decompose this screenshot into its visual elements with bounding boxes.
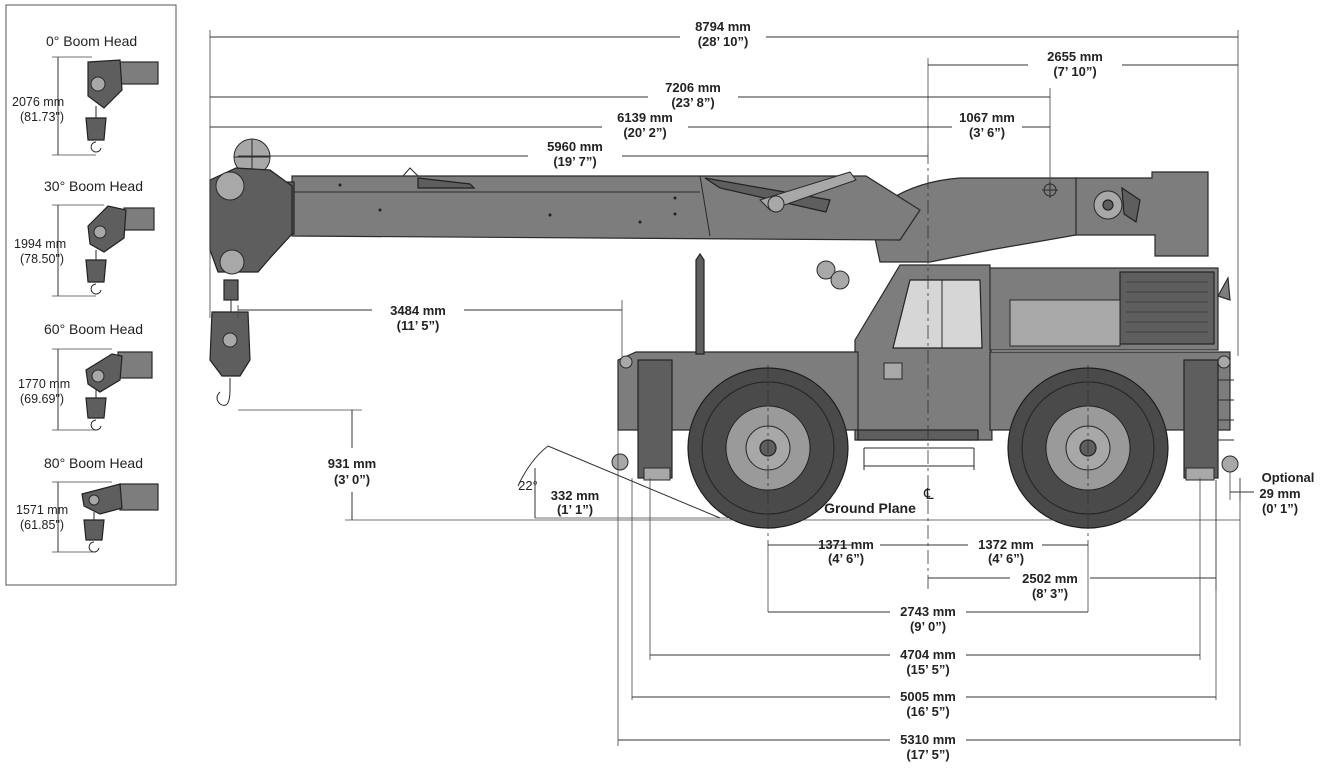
- inset-mm-1: 1994 mm: [14, 237, 66, 251]
- inset-item-1: 30° Boom Head 1994 mm (78.50"): [14, 178, 155, 297]
- boom-head-icon-2: [85, 351, 153, 431]
- centerlines: [767, 150, 1089, 590]
- dim-optional-ft: (0’ 1”): [1262, 501, 1298, 516]
- dim-overall-length-mm: 8794 mm: [695, 19, 751, 34]
- inset-item-0: 0° Boom Head 2076 mm (81.73"): [12, 33, 159, 156]
- inset-inch-1: (78.50"): [20, 252, 64, 266]
- dim-ground-clearance-mm: 332 mm: [551, 488, 599, 503]
- dim-overall-length-ft: (28’ 10”): [698, 34, 749, 49]
- ground-plane-label: Ground Plane: [824, 500, 916, 516]
- dim-approach-angle: 22°: [518, 478, 538, 493]
- inset-item-3: 80° Boom Head 1571 mm (61.85"): [16, 455, 159, 553]
- inset-title-1: 30° Boom Head: [44, 178, 143, 194]
- boom-head-inset: 0° Boom Head 2076 mm (81.73") 30° Boom H…: [5, 4, 177, 586]
- dim-cl-to-pivot-mm: 1067 mm: [959, 110, 1015, 125]
- dim-wheelbase-mm: 2743 mm: [900, 604, 956, 619]
- boom: [291, 167, 921, 241]
- hook-block: [209, 300, 251, 406]
- dim-outrigger-span-ft: (15’ 5”): [906, 662, 949, 677]
- inset-mm-2: 1770 mm: [18, 377, 70, 391]
- dim-cl-to-rear-axle-ft: (4’ 6”): [988, 551, 1024, 566]
- dim-optional-mm: 29 mm: [1259, 486, 1300, 501]
- engine-compartment: [989, 267, 1231, 351]
- dim-sheave-to-cl-mm: 5960 mm: [547, 139, 603, 154]
- dim-hook-to-front-mm: 3484 mm: [390, 303, 446, 318]
- inset-mm-3: 1571 mm: [16, 503, 68, 517]
- dim-hook-height-mm: 931 mm: [328, 456, 376, 471]
- dim-wheelbase-ft: (9’ 0”): [910, 619, 946, 634]
- dim-ground-clearance-ft: (1’ 1”): [557, 502, 593, 517]
- boom-head-icon-0: [85, 59, 159, 153]
- dim-boom-to-pivot-ft: (23’ 8”): [671, 95, 714, 110]
- dim-hook-height-ft: (3’ 0”): [334, 472, 370, 487]
- dim-cl-to-rear-ft: (7’ 10”): [1053, 64, 1096, 79]
- dim-boom-tip-to-cl-mm: 6139 mm: [617, 110, 673, 125]
- extension-lines: [209, 30, 1241, 746]
- operator-cab: [854, 264, 993, 441]
- dim-hook-to-front-ft: (11’ 5”): [397, 318, 440, 333]
- boom-head-icon-1: [85, 205, 155, 295]
- optional-label: Optional: [1262, 470, 1315, 485]
- dim-front-axle-to-cl-mm: 1371 mm: [818, 537, 874, 552]
- centerline-symbol: ℄: [923, 486, 934, 503]
- inset-mm-0: 2076 mm: [12, 95, 64, 109]
- dim-outrigger-span-mm: 4704 mm: [900, 647, 956, 662]
- dimension-labels: 8794 mm (28’ 10”) 2655 mm (7’ 10”) 7206 …: [328, 19, 1315, 762]
- dim-cl-to-rear-end-ft: (8’ 3”): [1032, 586, 1068, 601]
- dim-cl-to-pivot-ft: (3’ 6”): [969, 125, 1005, 140]
- dim-cl-to-rear-mm: 2655 mm: [1047, 49, 1103, 64]
- dimension-lines: [210, 36, 1254, 741]
- inset-title-3: 80° Boom Head: [44, 455, 143, 471]
- crane-illustration: [209, 138, 1239, 529]
- dim-carrier-length-ft: (17’ 5”): [906, 747, 949, 762]
- inset-inch-0: (81.73"): [20, 110, 64, 124]
- boom-head-icon-3: [81, 483, 159, 553]
- dim-front-axle-to-cl-ft: (4’ 6”): [828, 551, 864, 566]
- dim-boom-to-pivot-mm: 7206 mm: [665, 80, 721, 95]
- inset-item-2: 60° Boom Head 1770 mm (69.69"): [18, 321, 153, 431]
- dim-outrigger-pad-span-mm: 5005 mm: [900, 689, 956, 704]
- cab-window: [892, 279, 983, 349]
- dim-cl-to-rear-axle-mm: 1372 mm: [978, 537, 1034, 552]
- outriggers: [611, 359, 1239, 481]
- dim-sheave-to-cl-ft: (19’ 7”): [553, 154, 596, 169]
- dim-cl-to-rear-end-mm: 2502 mm: [1022, 571, 1078, 586]
- inset-inch-2: (69.69"): [20, 392, 64, 406]
- inset-title-2: 60° Boom Head: [44, 321, 143, 337]
- dim-boom-tip-to-cl-ft: (20’ 2”): [623, 125, 666, 140]
- dim-carrier-length-mm: 5310 mm: [900, 732, 956, 747]
- inset-title-0: 0° Boom Head: [46, 33, 137, 49]
- counterweight: [1074, 171, 1209, 257]
- dim-outrigger-pad-span-ft: (16’ 5”): [906, 704, 949, 719]
- boom-head: [209, 138, 295, 301]
- inset-inch-3: (61.85"): [20, 518, 64, 532]
